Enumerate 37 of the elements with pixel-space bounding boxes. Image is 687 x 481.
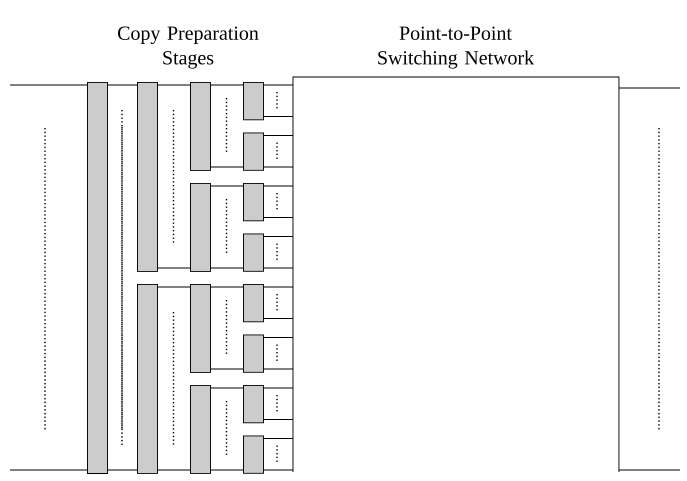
stage-bar (243, 183, 264, 222)
connection-line (263, 166, 294, 168)
stage-bar (190, 284, 211, 373)
connection-line (10, 84, 88, 86)
stage-bar (243, 234, 264, 272)
switching-network-box: Point-to-Point Switching Network (292, 26, 620, 472)
connection-line (210, 166, 244, 168)
connection-line (210, 286, 244, 288)
connection-line (157, 286, 190, 288)
stage-bar (87, 82, 108, 474)
stage-bar (243, 82, 264, 120)
connection-line (263, 438, 294, 439)
stage-heading: Copy Preparation Stages (118, 26, 259, 69)
stage-bar (137, 284, 158, 474)
connection-line (157, 84, 190, 86)
connection-line (263, 286, 294, 288)
connection-line (263, 337, 294, 338)
stage-bar (243, 132, 264, 171)
connection-line (263, 368, 294, 370)
stage-bar (243, 284, 264, 322)
connection-line (263, 318, 294, 319)
stage-bar (243, 385, 264, 424)
connection-line (263, 419, 294, 420)
stage-bar (137, 82, 158, 272)
connection-line (263, 236, 294, 237)
stage-bar (243, 436, 264, 474)
connection-line (263, 84, 294, 86)
stage-bar (190, 385, 211, 474)
connection-line (263, 217, 294, 218)
connection-line (107, 84, 138, 86)
connection-line (263, 116, 294, 117)
connection-line (263, 135, 294, 136)
stage-bar (243, 334, 264, 373)
connection-line (210, 84, 244, 86)
stage-bar (190, 82, 211, 171)
stage-bar (190, 183, 211, 272)
connection-line (210, 368, 244, 370)
